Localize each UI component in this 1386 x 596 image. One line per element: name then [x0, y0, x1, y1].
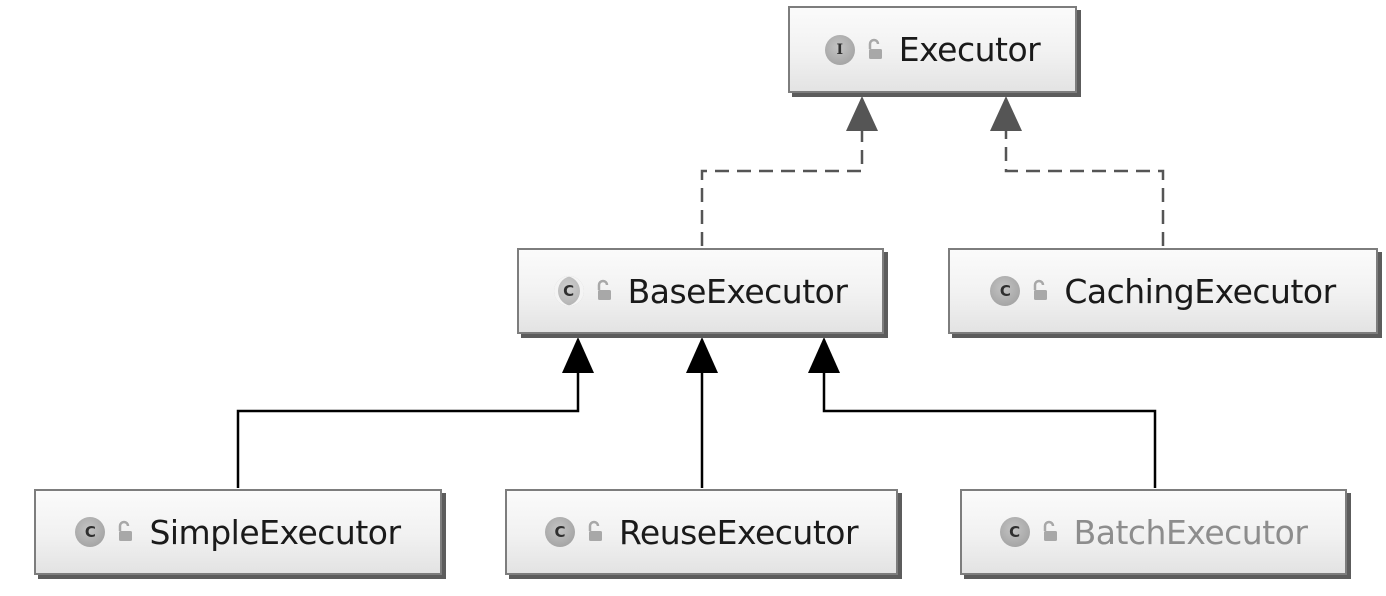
- unlocked-padlock-icon: [119, 520, 133, 541]
- class-c-icon: C: [75, 517, 106, 547]
- class-c-icon: C: [544, 517, 575, 547]
- abstract-class-c-icon: C: [553, 276, 584, 306]
- node-caching-executor-label: CachingExecutor: [1064, 271, 1336, 311]
- node-simple-executor-label: SimpleExecutor: [149, 512, 401, 552]
- unlocked-padlock-icon: [868, 38, 882, 59]
- extends-arrowhead-base-left: [562, 337, 594, 373]
- interface-i-icon: I: [824, 34, 855, 65]
- edge-caching-executor-implements-executor: [1004, 128, 1165, 246]
- node-caching-executor[interactable]: C CachingExecutor: [948, 248, 1378, 334]
- unlocked-padlock-icon: [1034, 279, 1048, 300]
- edge-base-executor-implements-executor: [700, 128, 864, 246]
- extends-arrowhead-base-right: [808, 337, 840, 373]
- edge-simple-executor-extends-base-executor: [236, 371, 580, 488]
- node-executor-label: Executor: [898, 30, 1041, 69]
- node-executor[interactable]: I Executor: [788, 6, 1077, 93]
- node-reuse-executor[interactable]: C ReuseExecutor: [505, 489, 898, 575]
- node-base-executor-label: BaseExecutor: [627, 271, 848, 311]
- class-c-icon: C: [999, 517, 1030, 547]
- unlocked-padlock-icon: [1043, 520, 1057, 541]
- unlocked-padlock-icon: [597, 279, 611, 300]
- implements-arrowhead-executor-right: [990, 96, 1022, 131]
- extends-arrowhead-base-center: [686, 337, 718, 373]
- node-reuse-executor-label: ReuseExecutor: [618, 512, 859, 552]
- unlocked-padlock-icon: [588, 520, 602, 541]
- node-batch-executor-label: BatchExecutor: [1073, 512, 1308, 552]
- edge-batch-executor-extends-base-executor: [822, 371, 1157, 488]
- implements-arrowhead-executor-left: [846, 96, 878, 131]
- class-c-icon: C: [990, 276, 1021, 306]
- node-batch-executor[interactable]: C BatchExecutor: [960, 489, 1347, 575]
- node-simple-executor[interactable]: C SimpleExecutor: [34, 489, 442, 575]
- node-base-executor[interactable]: C BaseExecutor: [517, 248, 884, 334]
